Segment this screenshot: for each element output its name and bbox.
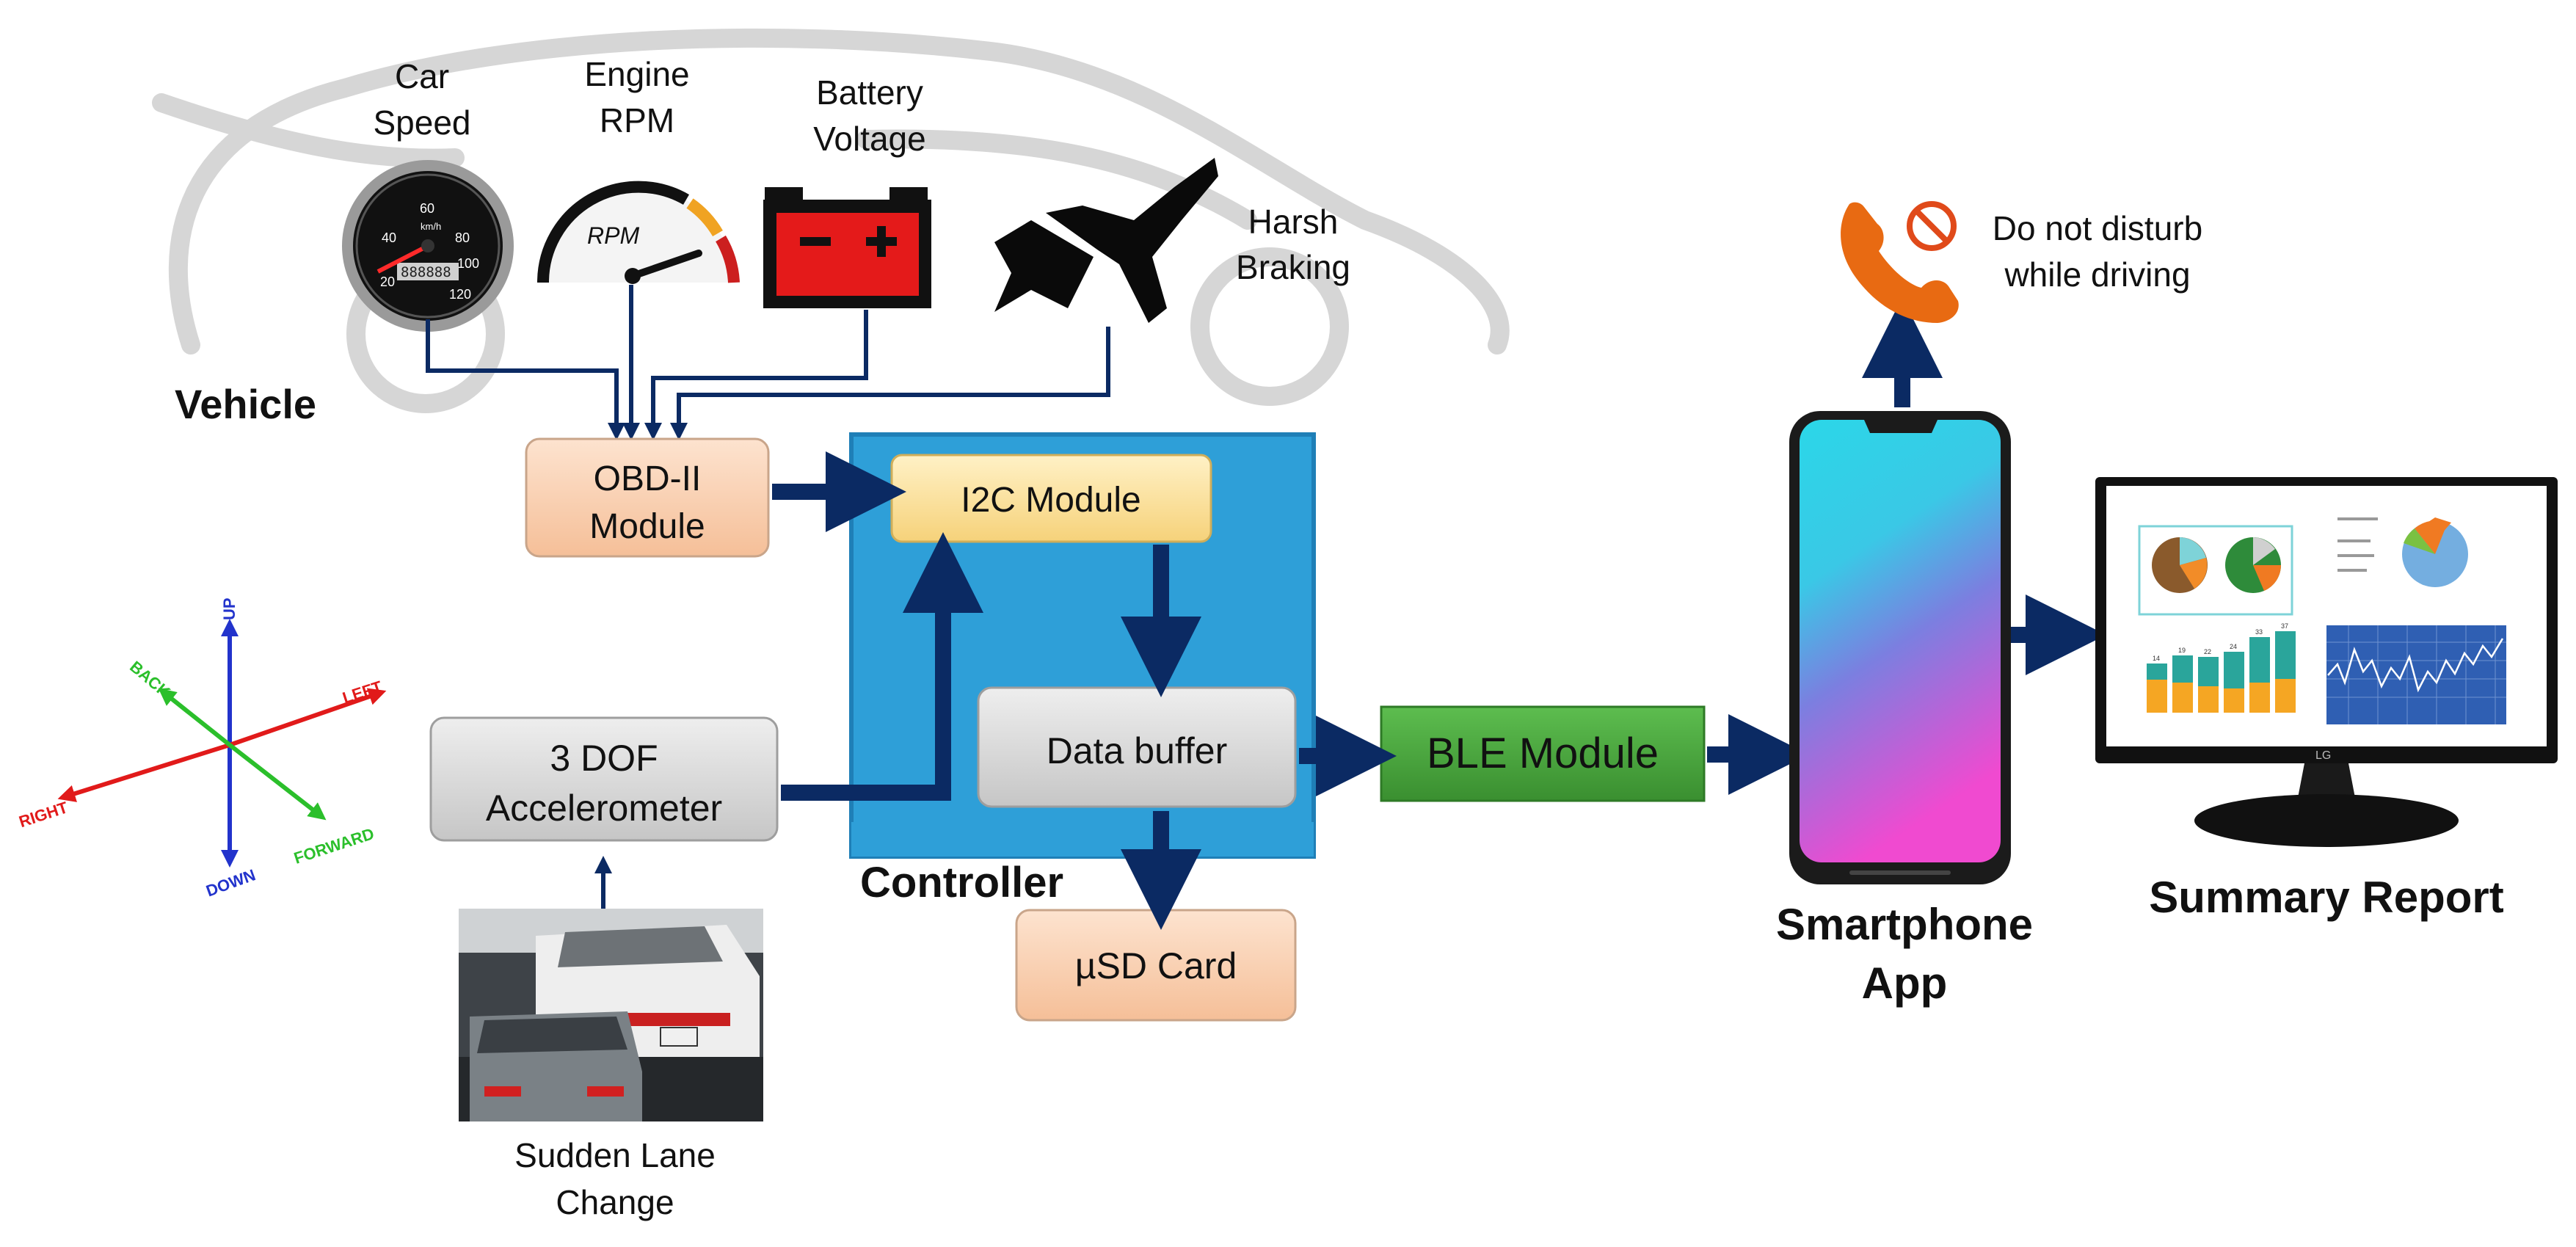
accelerometer-label-line1: 3 DOF [550,738,658,779]
obd-label-line1: OBD-II [594,459,702,498]
speed-tick: 60 [420,201,434,216]
axis-down-label: DOWN [203,865,258,900]
traffic-photo [459,909,763,1121]
report-bar-chart: 14 19 22 24 33 37 [2147,622,2296,713]
harsh-braking-label-line2: Braking [1236,248,1350,286]
bar-label: 24 [2230,643,2237,650]
obd-module: OBD-II Module [525,437,770,558]
smartphone-icon [1789,411,2011,884]
bar-label: 37 [2281,622,2288,630]
data-buffer-label: Data buffer [1047,730,1227,771]
speed-tick: 40 [382,230,396,245]
speed-unit: km/h [421,221,441,232]
data-buffer-module: Data buffer [977,686,1297,808]
rpm-gauge-text: RPM [587,222,639,249]
battery-label-line1: Battery [816,73,923,112]
car-outline [152,28,1510,413]
dnd-label-line2: while driving [2004,255,2190,294]
lane-change-label-line2: Change [556,1183,674,1221]
speed-tick: 120 [449,287,471,302]
summary-report-label: Summary Report [2149,873,2503,922]
usd-label: µSD Card [1075,945,1237,986]
speedometer-icon: 20 40 60 80 100 120 km/h 888888 [342,160,514,332]
monitor-brand: LG [2315,749,2331,762]
axes-icon: UP DOWN LEFT RIGHT BACK FORWARD [17,597,387,901]
rpm-gauge-icon: RPM [536,181,740,284]
report-line-chart [2326,625,2506,724]
battery-label-line2: Voltage [813,120,925,158]
axis-up-label: UP [220,597,239,620]
axis-back-label: BACK [126,658,174,702]
report-text-lines [2337,517,2378,572]
car-speed-label-line1: Car [395,57,449,95]
harsh-braking-label-line1: Harsh [1248,203,1339,241]
bar-label: 19 [2178,647,2186,654]
bar-label: 22 [2204,648,2211,655]
obd-label-line2: Module [589,507,705,546]
axis-right-label: RIGHT [17,798,70,831]
smartphone-label-line1: Smartphone [1776,900,2033,949]
bar-label: 14 [2153,655,2160,662]
dnd-label-line1: Do not disturb [1993,209,2202,247]
phone-icon [1841,202,1959,323]
engine-rpm-label-line2: RPM [600,101,674,139]
ble-label: BLE Module [1427,730,1659,777]
bar-label: 33 [2255,628,2263,636]
speed-tick: 20 [380,275,395,289]
axis-left-label: LEFT [341,677,385,708]
i2c-module: I2C Module [890,454,1212,543]
odometer: 888888 [401,264,451,280]
controller-label: Controller [860,859,1063,906]
car-speed-label-line2: Speed [373,103,470,142]
speed-tick: 80 [455,230,470,245]
speed-tick: 100 [457,256,479,271]
no-entry-icon [1907,201,1957,251]
accelerometer-label-line2: Accelerometer [486,788,722,829]
axis-forward-label: FORWARD [291,824,376,868]
engine-rpm-label-line1: Engine [584,55,689,93]
accelerometer-module: 3 DOF Accelerometer [429,716,779,842]
lane-change-label-line1: Sudden Lane [514,1136,716,1174]
vehicle-label: Vehicle [175,381,316,427]
i2c-label: I2C Module [961,481,1140,520]
smartphone-label-line2: App [1862,959,1948,1008]
sensor-wires [426,285,1110,440]
usd-card-module: µSD Card [1015,909,1297,1022]
ble-module: BLE Module [1380,705,1706,802]
data-flow-arrows [772,297,2106,930]
monitor-icon: LG 14 19 22 [2095,477,2558,847]
brake-pedal-icon [994,158,1218,323]
battery-icon [763,187,931,308]
